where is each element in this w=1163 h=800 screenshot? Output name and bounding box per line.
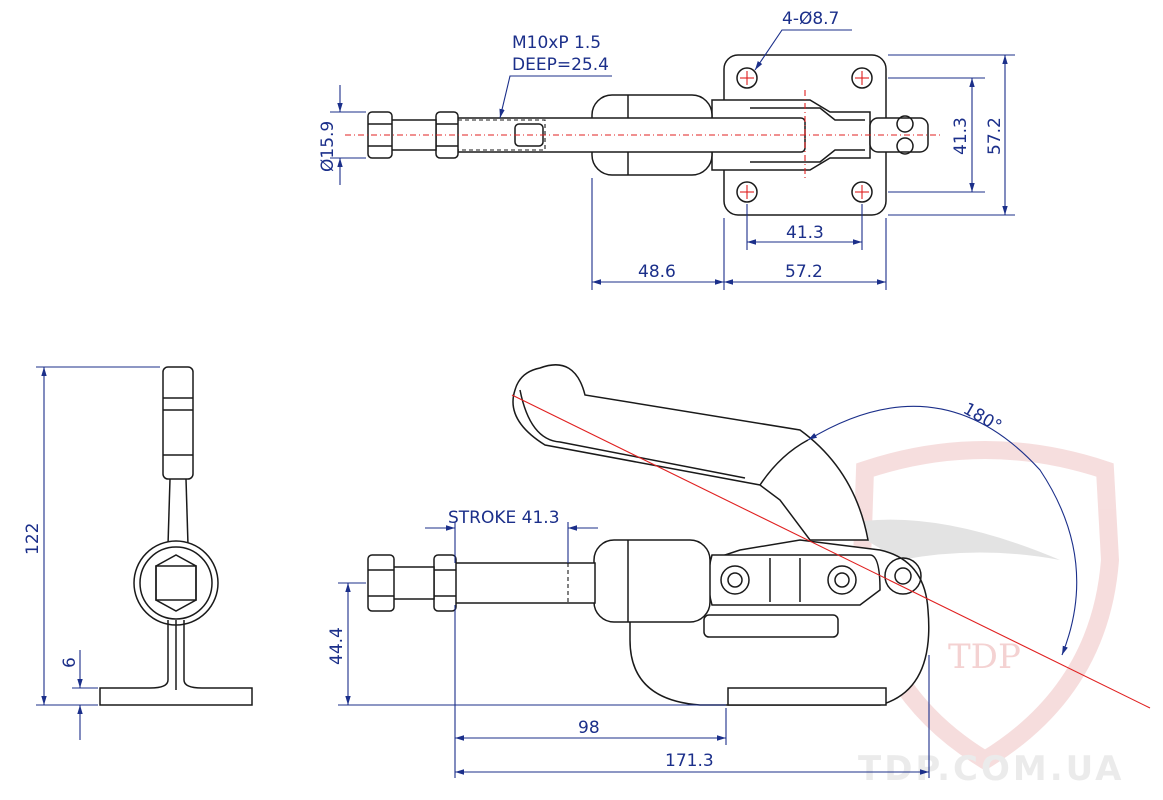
front-handle (512, 364, 869, 541)
angle-180-label: 180° (960, 399, 1005, 437)
length-171-3-label: 171.3 (665, 751, 714, 771)
length-98-label: 98 (578, 718, 600, 738)
width-57-2-label: 57.2 (785, 262, 823, 282)
height-41-3-label: 41.3 (951, 117, 971, 155)
holes-label: 4-Ø8.7 (782, 9, 839, 29)
top-view: M10xP 1.5 DEEP=25.4 4-Ø8.7 Ø15.9 41.3 57… (318, 9, 1015, 290)
thread-note-line2: DEEP=25.4 (512, 55, 609, 75)
front-housing (593, 539, 711, 623)
front-base-plate (727, 687, 887, 706)
side-view: 122 6 (23, 366, 253, 740)
offset-48-6-label: 48.6 (638, 262, 676, 282)
side-handle (162, 366, 194, 480)
width-41-3-label: 41.3 (786, 223, 824, 243)
stroke-label: STROKE 41.3 (448, 508, 560, 528)
thread-note-line1: M10xP 1.5 (512, 33, 601, 53)
dia-15-9-label: Ø15.9 (318, 121, 338, 172)
mounting-holes (736, 67, 873, 203)
height-57-2-label: 57.2 (985, 117, 1005, 155)
height-44-4-label: 44.4 (327, 627, 347, 665)
side-hub (133, 540, 219, 626)
base-6-label: 6 (60, 657, 80, 668)
front-view: 180° STROKE 41.3 44.4 98 171.3 (327, 364, 1151, 778)
front-nut (433, 554, 457, 612)
watermark-site-text: TDP.COM.UA (858, 749, 1125, 789)
front-screw-head (367, 554, 395, 612)
front-screw (391, 566, 435, 600)
watermark-logo-text: TDP (948, 637, 1021, 677)
height-122-label: 122 (23, 523, 43, 555)
front-plunger (454, 562, 596, 604)
